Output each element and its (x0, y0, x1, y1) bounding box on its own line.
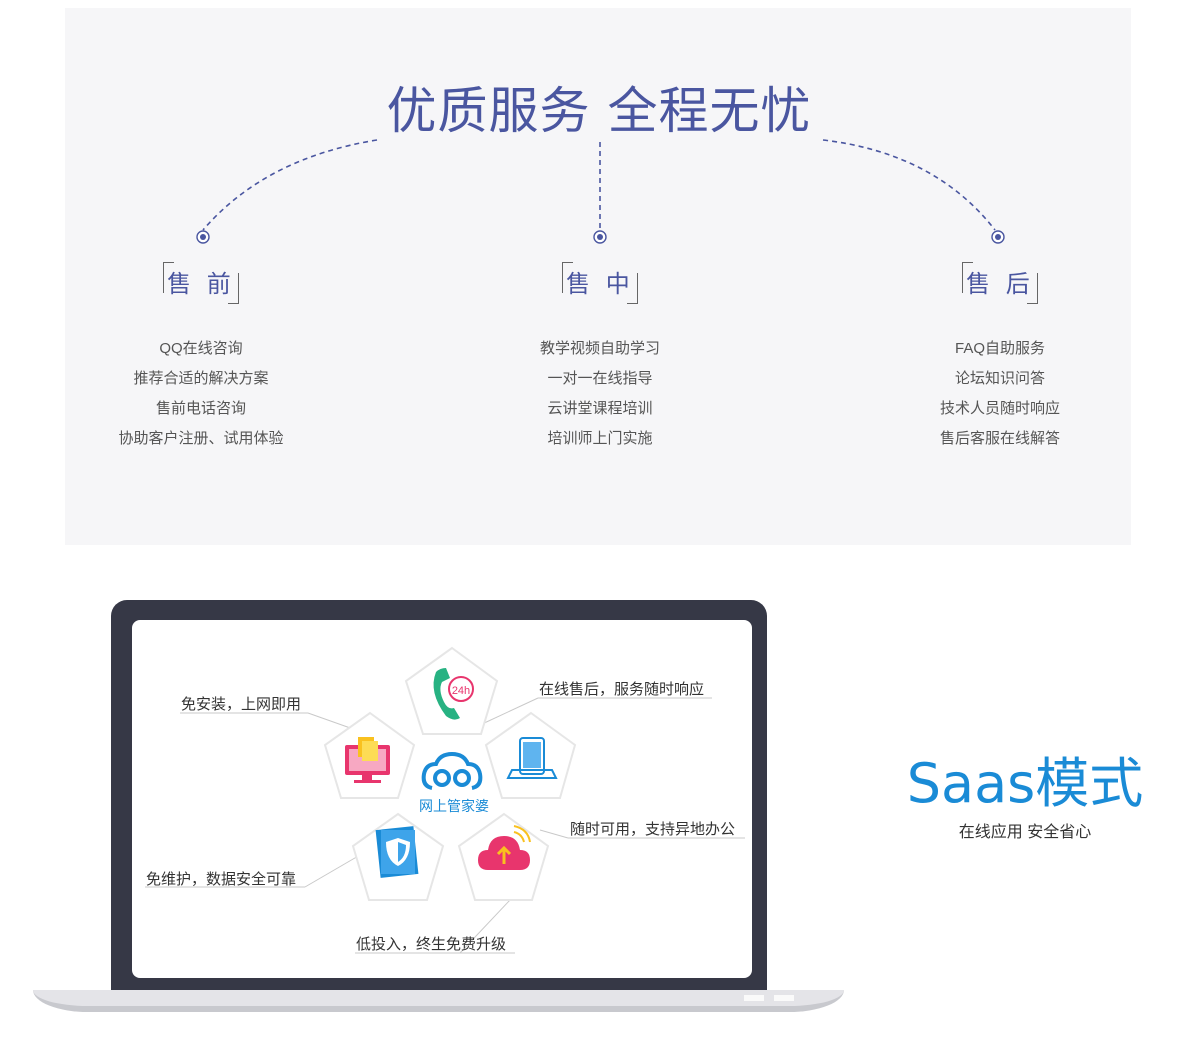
list-item: 教学视频自助学习 (539, 340, 660, 357)
list-item: 论坛知识问答 (954, 370, 1045, 387)
saas-subtitle: 在线应用 安全省心 (958, 824, 1092, 841)
feature-label: 低投入，终生免费升级 (356, 936, 507, 953)
feature-label: 随时可用，支持异地办公 (570, 821, 736, 838)
presale-column: 售 前 QQ在线咨询 推荐合适的解决方案 售前电话咨询 协助客户注册、试用体验 (71, 262, 331, 454)
phone-24h-icon: 24h (433, 668, 474, 720)
list-item: 售后客服在线解答 (939, 430, 1060, 447)
list-item: 技术人员随时响应 (939, 400, 1060, 417)
feature-label: 免维护，数据安全可靠 (146, 871, 297, 888)
left-dashed-arc (202, 139, 378, 231)
insale-heading: 售 中 (562, 262, 638, 304)
presale-heading: 售 前 (163, 262, 239, 304)
insale-column: 售 中 教学视频自助学习 一对一在线指导 云讲堂课程培训 培训师上门实施 (470, 262, 730, 454)
feature-label: 在线售后，服务随时响应 (539, 681, 705, 698)
list-item: 售前电话咨询 (155, 400, 246, 417)
right-node-dot (991, 230, 1005, 244)
monitor-icon (345, 737, 390, 783)
cloud-upload-icon (478, 825, 531, 870)
cloud-name: 网上管家婆 (419, 798, 489, 814)
list-item: 推荐合适的解决方案 (133, 370, 269, 387)
left-node-dot (196, 230, 210, 244)
service-panel: 优质服务 全程无忧 售 前 QQ在线咨询 推荐合适的解决方案 售前电话咨询 协助… (65, 8, 1131, 545)
shield-icon (375, 826, 419, 878)
saas-title: Saas模式 (906, 752, 1144, 815)
laptop-base (33, 990, 844, 1012)
list-item: 协助客户注册、试用体验 (118, 430, 284, 447)
list-item: FAQ自助服务 (954, 340, 1045, 357)
cloud-logo-icon (421, 751, 483, 790)
list-item: 一对一在线指导 (547, 370, 653, 387)
right-dashed-arc (822, 139, 996, 231)
list-item: QQ在线咨询 (159, 340, 243, 357)
tablet-icon (506, 737, 558, 779)
svg-text:24h: 24h (452, 685, 470, 697)
center-node-dot (593, 230, 607, 244)
list-item: 云讲堂课程培训 (547, 400, 653, 417)
laptop-base-notch (744, 995, 764, 1001)
connector-lines (196, 139, 1005, 244)
list-item: 培训师上门实施 (547, 430, 653, 447)
aftersale-column: 售 后 FAQ自助服务 论坛知识问答 技术人员随时响应 售后客服在线解答 (870, 262, 1130, 454)
feature-label: 免安装，上网即用 (181, 696, 302, 713)
service-title: 优质服务 全程无忧 (386, 82, 812, 140)
aftersale-heading: 售 后 (962, 262, 1038, 304)
laptop-base-notch (774, 995, 794, 1001)
